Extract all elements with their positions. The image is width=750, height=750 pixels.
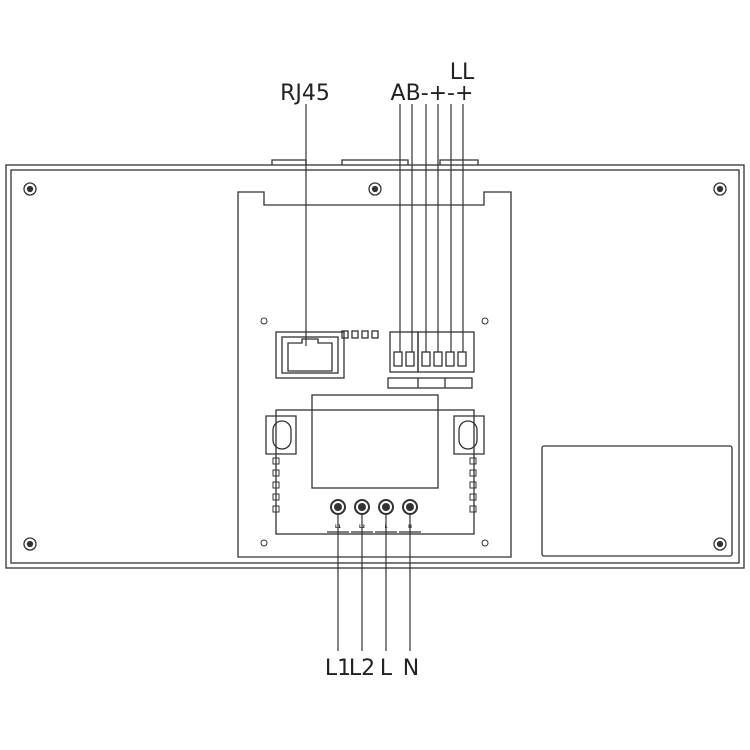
top-tab-right bbox=[439, 159, 479, 165]
rj45-socket-outer bbox=[281, 336, 339, 374]
wire-label-l: L bbox=[380, 656, 393, 681]
mounting-slot-right-hole bbox=[458, 420, 478, 450]
indicator-led bbox=[351, 330, 359, 339]
screws bbox=[23, 182, 727, 551]
board-pads bbox=[272, 457, 477, 513]
terminal-block-power bbox=[417, 331, 475, 373]
mounting-slot-left-hole bbox=[272, 420, 292, 450]
display-window bbox=[311, 394, 439, 489]
inner-housing bbox=[10, 169, 740, 564]
bus-terminal-label: AB-+-+ bbox=[391, 81, 474, 106]
top-tab-left bbox=[271, 159, 307, 165]
indicator-led bbox=[341, 330, 349, 339]
indicator-led bbox=[361, 330, 369, 339]
outer-housing bbox=[5, 164, 745, 569]
circuit-board bbox=[275, 409, 475, 535]
terminal-minus-1 bbox=[433, 351, 443, 367]
rj45-socket-frame bbox=[275, 331, 345, 379]
wire-label-l1: L1 bbox=[325, 656, 351, 681]
rj45-port bbox=[287, 338, 333, 372]
indicator-led bbox=[371, 330, 379, 339]
ll-label: LL bbox=[450, 60, 475, 85]
mounting-slot-left bbox=[265, 415, 297, 455]
terminal-minus-2 bbox=[457, 351, 467, 367]
power-terminals bbox=[330, 499, 418, 515]
top-tab-middle bbox=[341, 159, 409, 165]
terminal-a bbox=[393, 351, 403, 367]
wire-label-n: N bbox=[403, 656, 419, 681]
terminal-b bbox=[405, 351, 415, 367]
mounting-holes bbox=[260, 317, 489, 547]
leader-lines bbox=[305, 104, 464, 651]
terminal-plus-1 bbox=[421, 351, 431, 367]
terminal-plus-2 bbox=[445, 351, 455, 367]
central-module bbox=[237, 191, 512, 558]
wire-label-l2: L2 bbox=[349, 656, 375, 681]
terminal-label-strip bbox=[387, 377, 473, 389]
rj45-label: RJ45 bbox=[280, 81, 330, 106]
label-plate bbox=[541, 445, 733, 557]
